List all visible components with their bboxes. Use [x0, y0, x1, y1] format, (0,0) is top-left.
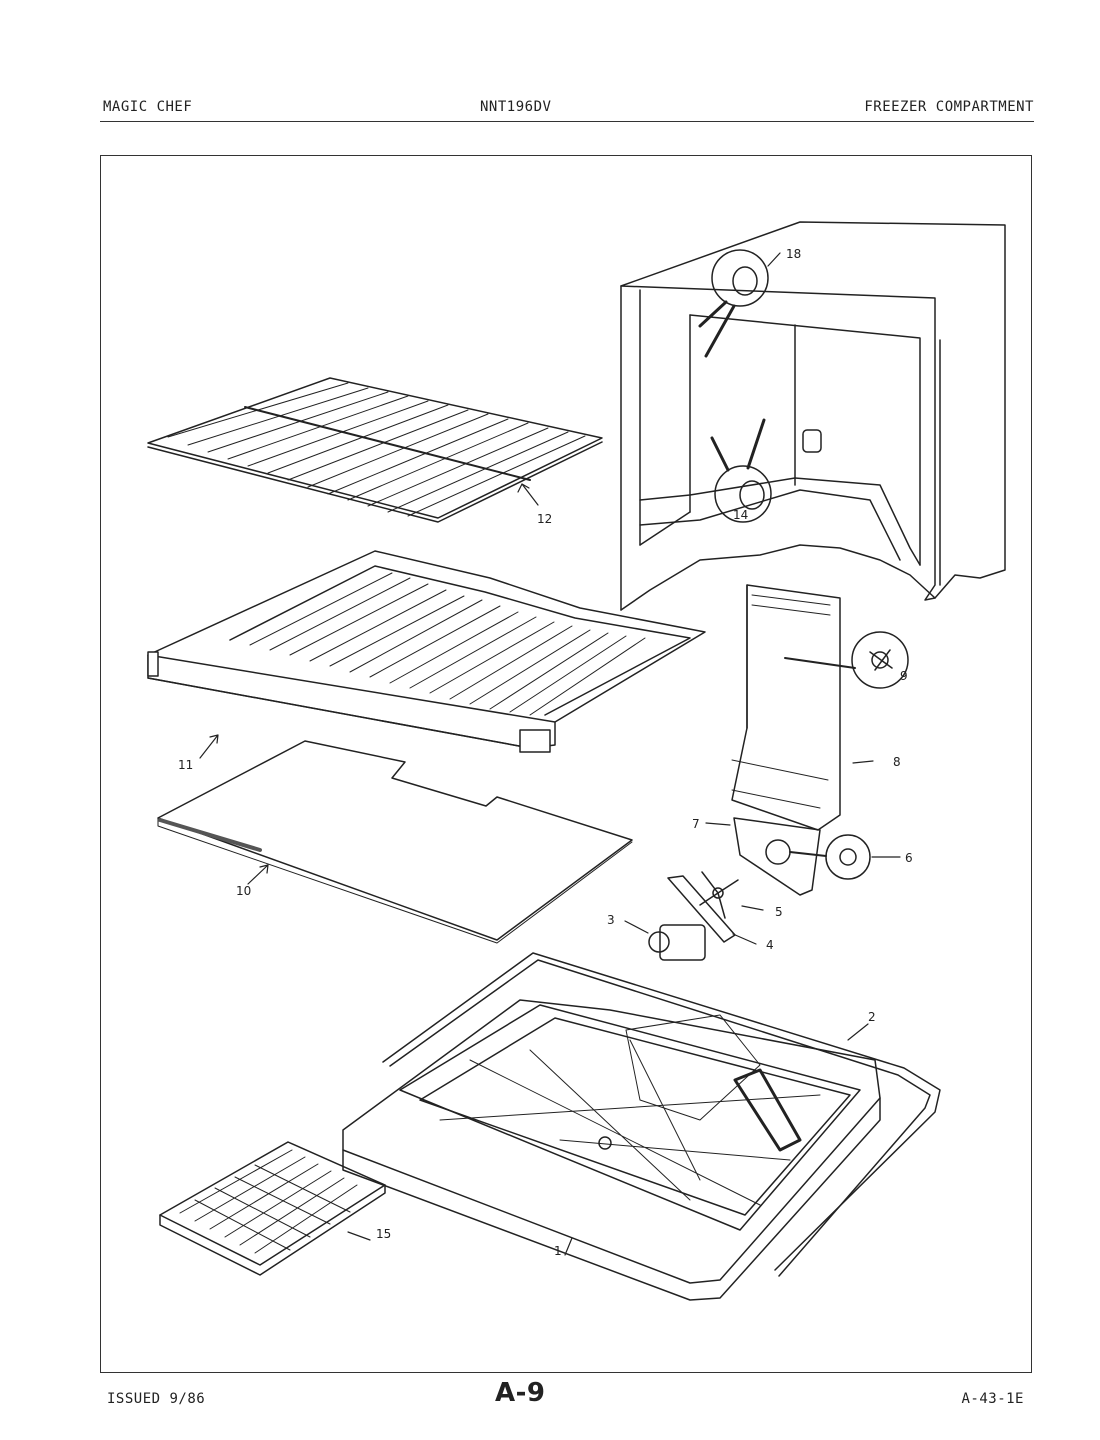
freezer-liner-pan	[342, 999, 881, 1301]
detail-bubble-18	[698, 249, 769, 358]
callout-11: 11	[178, 758, 193, 772]
footer-page-code: A-9	[495, 1378, 546, 1408]
evaporator-cover	[731, 584, 856, 831]
callout-1: 1	[554, 1244, 562, 1258]
footer-issued: ISSUED 9/86	[107, 1391, 206, 1407]
callout-12: 12	[537, 512, 552, 526]
callout-5: 5	[775, 905, 783, 919]
callout-9: 9	[900, 669, 908, 683]
diagram-frame	[100, 155, 1032, 1373]
freezer-cabinet	[620, 221, 1006, 611]
liner-trim	[382, 952, 941, 1277]
detail-bubble-6	[789, 834, 871, 880]
header-model: NNT196DV	[480, 99, 552, 115]
callout-2: 2	[868, 1010, 876, 1024]
fan-bracket	[733, 817, 821, 896]
fan-blade	[699, 871, 739, 919]
footer-doc-ref: A-43-1E	[961, 1391, 1024, 1407]
callout-3: 3	[607, 913, 615, 927]
callout-8: 8	[893, 755, 901, 769]
header-brand: MAGIC CHEF	[103, 99, 193, 115]
detail-bubble-14	[710, 418, 772, 523]
callout-10: 10	[236, 884, 251, 898]
detail-bubble-9	[851, 631, 909, 689]
callout-7: 7	[692, 817, 700, 831]
header-rule	[100, 121, 1034, 122]
fan-motor	[648, 924, 706, 961]
callout-4: 4	[766, 938, 774, 952]
cover-panel	[157, 740, 633, 944]
callout-14: 14	[733, 508, 748, 522]
motor-bracket	[667, 875, 736, 943]
header-section: FREEZER COMPARTMENT	[864, 99, 1034, 115]
callout-18: 18	[786, 247, 801, 261]
callout-labels: 1 2 3 4 5 6 7 8 9 10 11 12 14 15 18	[178, 247, 913, 1258]
ice-cube-tray	[159, 1141, 386, 1276]
wire-shelf	[147, 377, 603, 523]
leader-lines[interactable]	[199, 252, 901, 1256]
callout-6: 6	[905, 851, 913, 865]
shelf-tray	[147, 550, 706, 753]
callout-15: 15	[376, 1227, 391, 1241]
